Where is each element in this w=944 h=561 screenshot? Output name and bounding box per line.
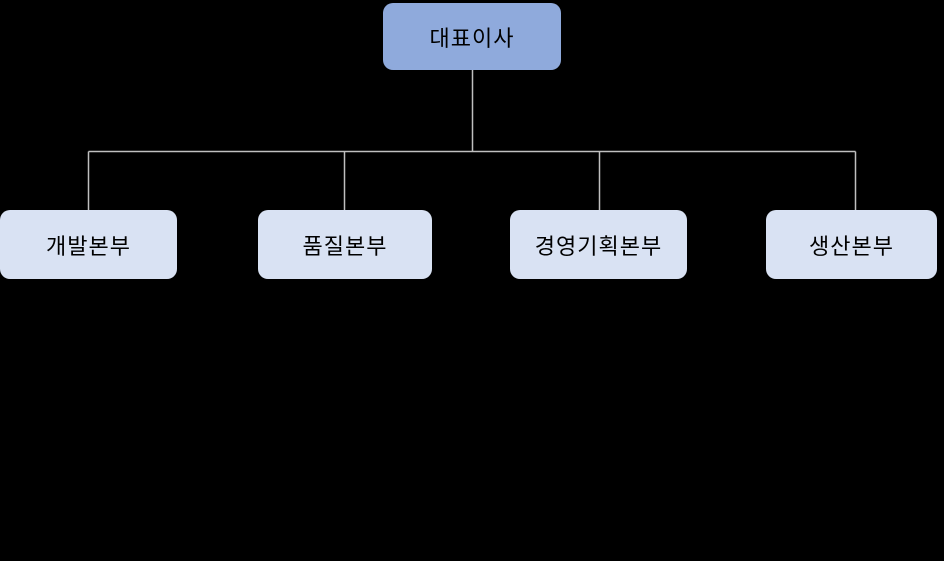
org-node-quality-division-label: 품질본부 (302, 233, 388, 259)
org-node-ceo[interactable]: 대표이사 (383, 3, 561, 70)
org-node-management-planning-division-label: 경영기획본부 (534, 233, 663, 259)
org-node-production-division[interactable]: 생산본부 (766, 210, 937, 279)
org-node-ceo-label: 대표이사 (429, 25, 515, 51)
org-node-management-planning-division[interactable]: 경영기획본부 (510, 210, 687, 279)
org-node-quality-division[interactable]: 품질본부 (258, 210, 432, 279)
org-node-production-division-label: 생산본부 (809, 233, 894, 259)
org-node-development-division-label: 개발본부 (46, 233, 131, 259)
org-node-development-division[interactable]: 개발본부 (0, 210, 177, 279)
